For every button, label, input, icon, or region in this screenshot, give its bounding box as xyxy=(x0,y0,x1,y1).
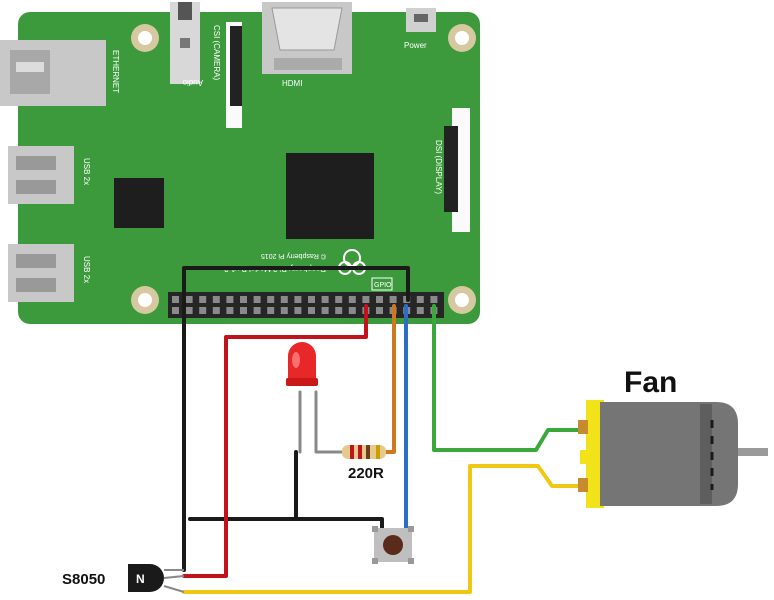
hdmi-port xyxy=(262,2,352,74)
csi-camera-connector xyxy=(226,22,242,128)
gpio-pin xyxy=(416,307,424,314)
gpio-pin xyxy=(280,296,288,303)
gpio-pin xyxy=(267,296,275,303)
gpio-header xyxy=(168,292,444,318)
transistor-label: S8050 xyxy=(62,571,105,588)
mounting-holes xyxy=(131,24,476,314)
gpio-pin xyxy=(212,307,220,314)
wire-gray-led-anode xyxy=(314,390,344,454)
gpio-pin xyxy=(389,296,397,303)
gpio-pin xyxy=(212,296,220,303)
gpio-pin xyxy=(348,296,356,303)
dsi-display-connector xyxy=(444,108,470,232)
gpio-pin xyxy=(172,296,179,303)
gpio-pin xyxy=(253,296,261,303)
gpio-pin xyxy=(185,296,193,303)
gpio-pin xyxy=(308,307,315,314)
wires xyxy=(182,266,582,594)
gpio-pin xyxy=(226,296,234,303)
gpio-pin xyxy=(240,307,247,314)
gpio-pin xyxy=(240,296,247,303)
audio-label: Audio xyxy=(182,78,203,87)
resistor-220r xyxy=(342,445,386,459)
gpio-pin xyxy=(199,307,207,314)
gpio-pin xyxy=(321,296,329,303)
gpio-pin xyxy=(321,307,329,314)
wire-green-fan xyxy=(432,304,582,452)
soc-chip xyxy=(286,153,374,239)
usb-controller-chip xyxy=(114,178,164,228)
fan-label: Fan xyxy=(624,366,677,399)
board-copyright-label: © Raspberry Pi 2015 xyxy=(261,252,326,260)
gpio-pin xyxy=(253,307,261,314)
power-label: Power xyxy=(404,41,427,50)
usb-port-bottom xyxy=(8,244,74,302)
push-button xyxy=(372,526,414,564)
gpio-pin xyxy=(348,307,356,314)
gpio-label-box: GPIO xyxy=(371,277,393,291)
gpio-pin xyxy=(267,307,275,314)
red-led xyxy=(286,342,318,386)
wire-red-5v xyxy=(182,304,368,578)
s8050-transistor xyxy=(128,564,185,593)
gpio-label: GPIO xyxy=(374,282,392,289)
gpio-pin xyxy=(185,307,193,314)
gpio-pin xyxy=(294,296,302,303)
gpio-pin xyxy=(308,296,315,303)
fan-motor xyxy=(578,400,768,508)
wire-yellow-fan xyxy=(182,464,582,594)
gpio-pin xyxy=(199,296,207,303)
gpio-pin xyxy=(172,307,179,314)
gpio-pin xyxy=(335,296,343,303)
ethernet-port xyxy=(0,40,106,106)
ethernet-label: ETHERNET xyxy=(111,50,120,93)
transistor-mark: N xyxy=(136,572,145,586)
gpio-pin xyxy=(376,296,383,303)
gpio-pin xyxy=(280,307,288,314)
gpio-pin xyxy=(416,296,424,303)
resistor-label: 220R xyxy=(348,465,384,482)
gpio-pin xyxy=(362,296,370,303)
hdmi-label: HDMI xyxy=(282,79,302,88)
wire-orange-gpio xyxy=(384,304,396,454)
gpio-pin xyxy=(226,307,234,314)
wire-black-ground-rail xyxy=(188,517,384,532)
usb-port-top xyxy=(8,146,74,204)
raspberry-pi-board: ETHERNET USB 2x USB 2x Audio CSI (CAM xyxy=(0,2,480,324)
wire-black-gnd xyxy=(182,266,410,572)
gpio-pin xyxy=(335,307,343,314)
csi-label: CSI (CAMERA) xyxy=(212,25,221,80)
audio-jack xyxy=(170,2,200,84)
gpio-pin xyxy=(376,307,383,314)
dsi-label: DSI (DISPLAY) xyxy=(434,140,443,194)
usb-label-top: USB 2x xyxy=(82,158,91,185)
gpio-pin xyxy=(430,296,438,303)
gpio-pin xyxy=(294,307,302,314)
micro-usb-power-port xyxy=(406,8,436,32)
usb-label-bottom: USB 2x xyxy=(82,256,91,283)
